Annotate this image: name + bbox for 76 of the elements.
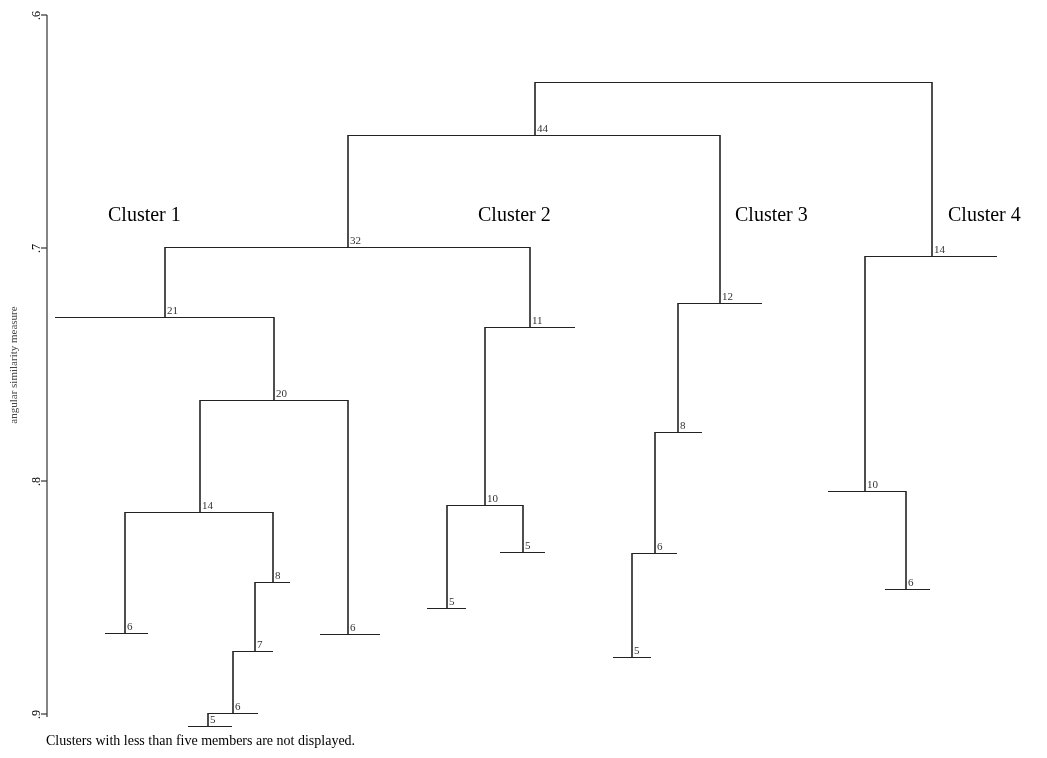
merge-bar (348, 123, 720, 136)
member-count: 5 (210, 714, 216, 725)
member-count: 21 (167, 305, 178, 316)
tick-label: .8 (28, 476, 44, 486)
dendrogram-branch (254, 581, 256, 652)
merge-bar (105, 621, 148, 634)
member-count: 12 (722, 291, 733, 302)
dendrogram-branch (446, 504, 448, 609)
member-count: 14 (202, 500, 213, 511)
member-count: 6 (127, 621, 133, 632)
member-count: 44 (537, 123, 548, 134)
merge-bar (255, 570, 290, 583)
member-count: 6 (657, 541, 663, 552)
member-count: 6 (908, 577, 914, 588)
cluster-label: Cluster 4 (948, 203, 1021, 226)
merge-bar (188, 714, 232, 727)
merge-bar (655, 420, 702, 433)
member-count: 8 (680, 420, 686, 431)
member-count: 6 (235, 701, 241, 712)
axis-title: angular similarity measure (6, 306, 19, 424)
member-count: 10 (487, 493, 498, 504)
cluster-label: Cluster 3 (735, 203, 808, 226)
dendrogram-branch (719, 134, 721, 304)
merge-bar (500, 540, 545, 553)
merge-bar (125, 500, 273, 513)
merge-bar (865, 244, 997, 257)
dendrogram-branch (529, 246, 531, 328)
merge-bar (485, 315, 575, 328)
merge-bar (678, 291, 762, 304)
member-count: 5 (525, 540, 531, 551)
dendrogram-branch (534, 81, 536, 136)
member-count: 11 (532, 315, 543, 326)
dendrogram-branch (232, 650, 234, 714)
tick-label: .7 (28, 243, 44, 253)
member-count: 6 (350, 622, 356, 633)
dendrogram-branch (347, 399, 349, 635)
member-count: 10 (867, 479, 878, 490)
dendrogram-branch (522, 504, 524, 553)
dendrogram-branch (347, 134, 349, 248)
member-count: 8 (275, 570, 281, 581)
merge-bar (208, 701, 258, 714)
dendrogram-branch (654, 431, 656, 554)
dendrogram-branch (272, 511, 274, 583)
merge-bar (165, 235, 530, 248)
member-count: 14 (934, 244, 945, 255)
merge-bar (320, 622, 380, 635)
merge-bar (427, 596, 466, 609)
cluster-label: Cluster 1 (108, 203, 181, 226)
member-count: 32 (350, 235, 361, 246)
dendrogram-branch (273, 316, 275, 401)
dendrogram-branch (677, 302, 679, 433)
dendrogram-branch (124, 511, 126, 634)
merge-bar (233, 639, 273, 652)
tick-label: .9 (28, 709, 44, 719)
member-count: 20 (276, 388, 287, 399)
dendrogram-branch (199, 399, 201, 513)
member-count: 7 (257, 639, 263, 650)
dendrogram-branch (207, 712, 209, 727)
dendrogram-branch (931, 81, 933, 257)
merge-bar (632, 541, 677, 554)
dendrogram-branch (864, 255, 866, 492)
dendrogram-branch (905, 490, 907, 590)
merge-bar (885, 577, 930, 590)
merge-bar (447, 493, 523, 506)
merge-bar (55, 305, 274, 318)
merge-bar (200, 388, 348, 401)
caption: Clusters with less than five members are not displayed. (46, 733, 356, 749)
member-count: 5 (634, 645, 640, 656)
dendrogram-branch (484, 326, 486, 506)
merge-bar (613, 645, 651, 658)
cluster-label: Cluster 2 (478, 203, 551, 226)
dendrogram-branch (164, 246, 166, 318)
dendrogram-branch (631, 552, 633, 658)
member-count: 5 (449, 596, 455, 607)
merge-bar (828, 479, 906, 492)
tick-label: .6 (28, 10, 44, 20)
